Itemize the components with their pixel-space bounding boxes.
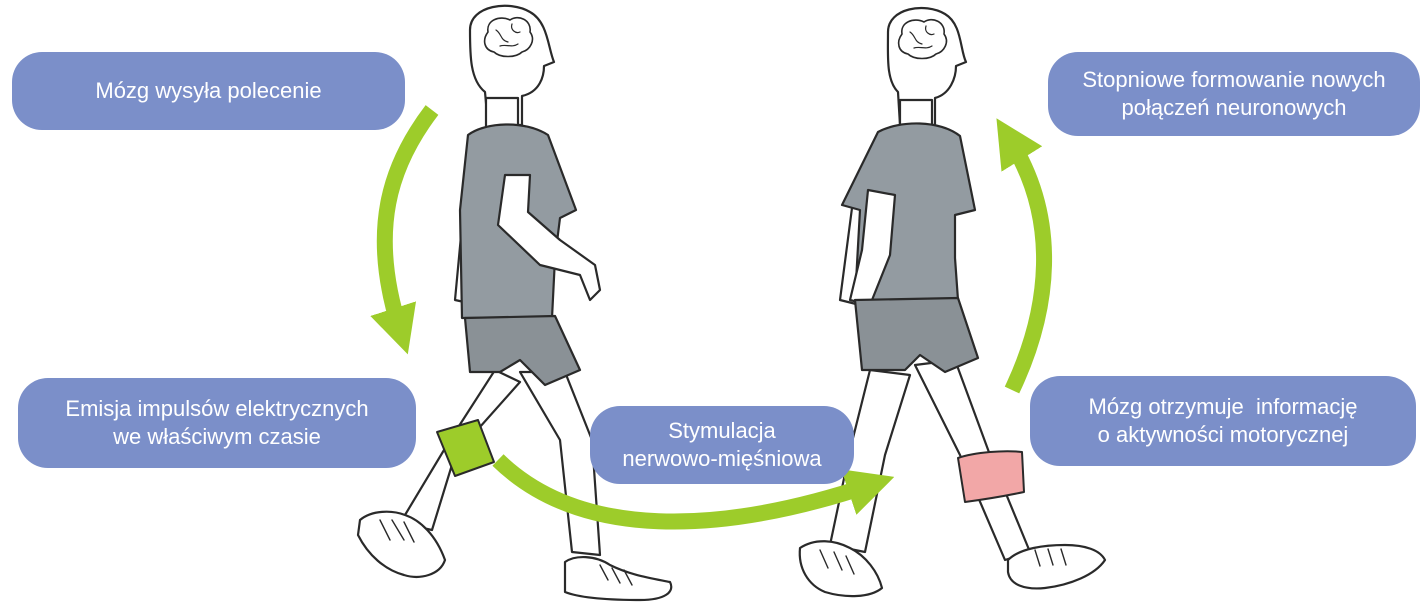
emission-line-1: Emisja impulsów elektrycznych — [65, 395, 368, 423]
brain-icon — [485, 18, 533, 57]
formation-line-1: Stopniowe formowanie nowych — [1082, 66, 1385, 94]
emission-box: Emisja impulsów elektrycznych we właściw… — [18, 378, 416, 468]
stimulation-box: Stymulacja nerwowo-mięśniowa — [590, 406, 854, 484]
feedback-box: Mózg otrzymuje informację o aktywności m… — [1030, 376, 1416, 466]
stimulation-line-1: Stymulacja — [668, 417, 776, 445]
feedback-line-2: o aktywności motorycznej — [1098, 421, 1349, 449]
feedback-line-1: Mózg otrzymuje informację — [1089, 393, 1358, 421]
stimulation-line-2: nerwowo-mięśniowa — [622, 445, 821, 473]
emission-line-2: we właściwym czasie — [113, 423, 321, 451]
brain-command-text: Mózg wysyła polecenie — [95, 77, 321, 105]
formation-line-2: połączeń neuronowych — [1121, 94, 1346, 122]
brain-icon — [899, 20, 947, 59]
cycle-arrow — [1010, 140, 1044, 390]
formation-box: Stopniowe formowanie nowych połączeń neu… — [1048, 52, 1420, 136]
sensor-band — [958, 451, 1024, 502]
cycle-arrow — [385, 110, 432, 330]
sneaker-icon — [1008, 545, 1105, 588]
brain-command-box: Mózg wysyła polecenie — [12, 52, 405, 130]
